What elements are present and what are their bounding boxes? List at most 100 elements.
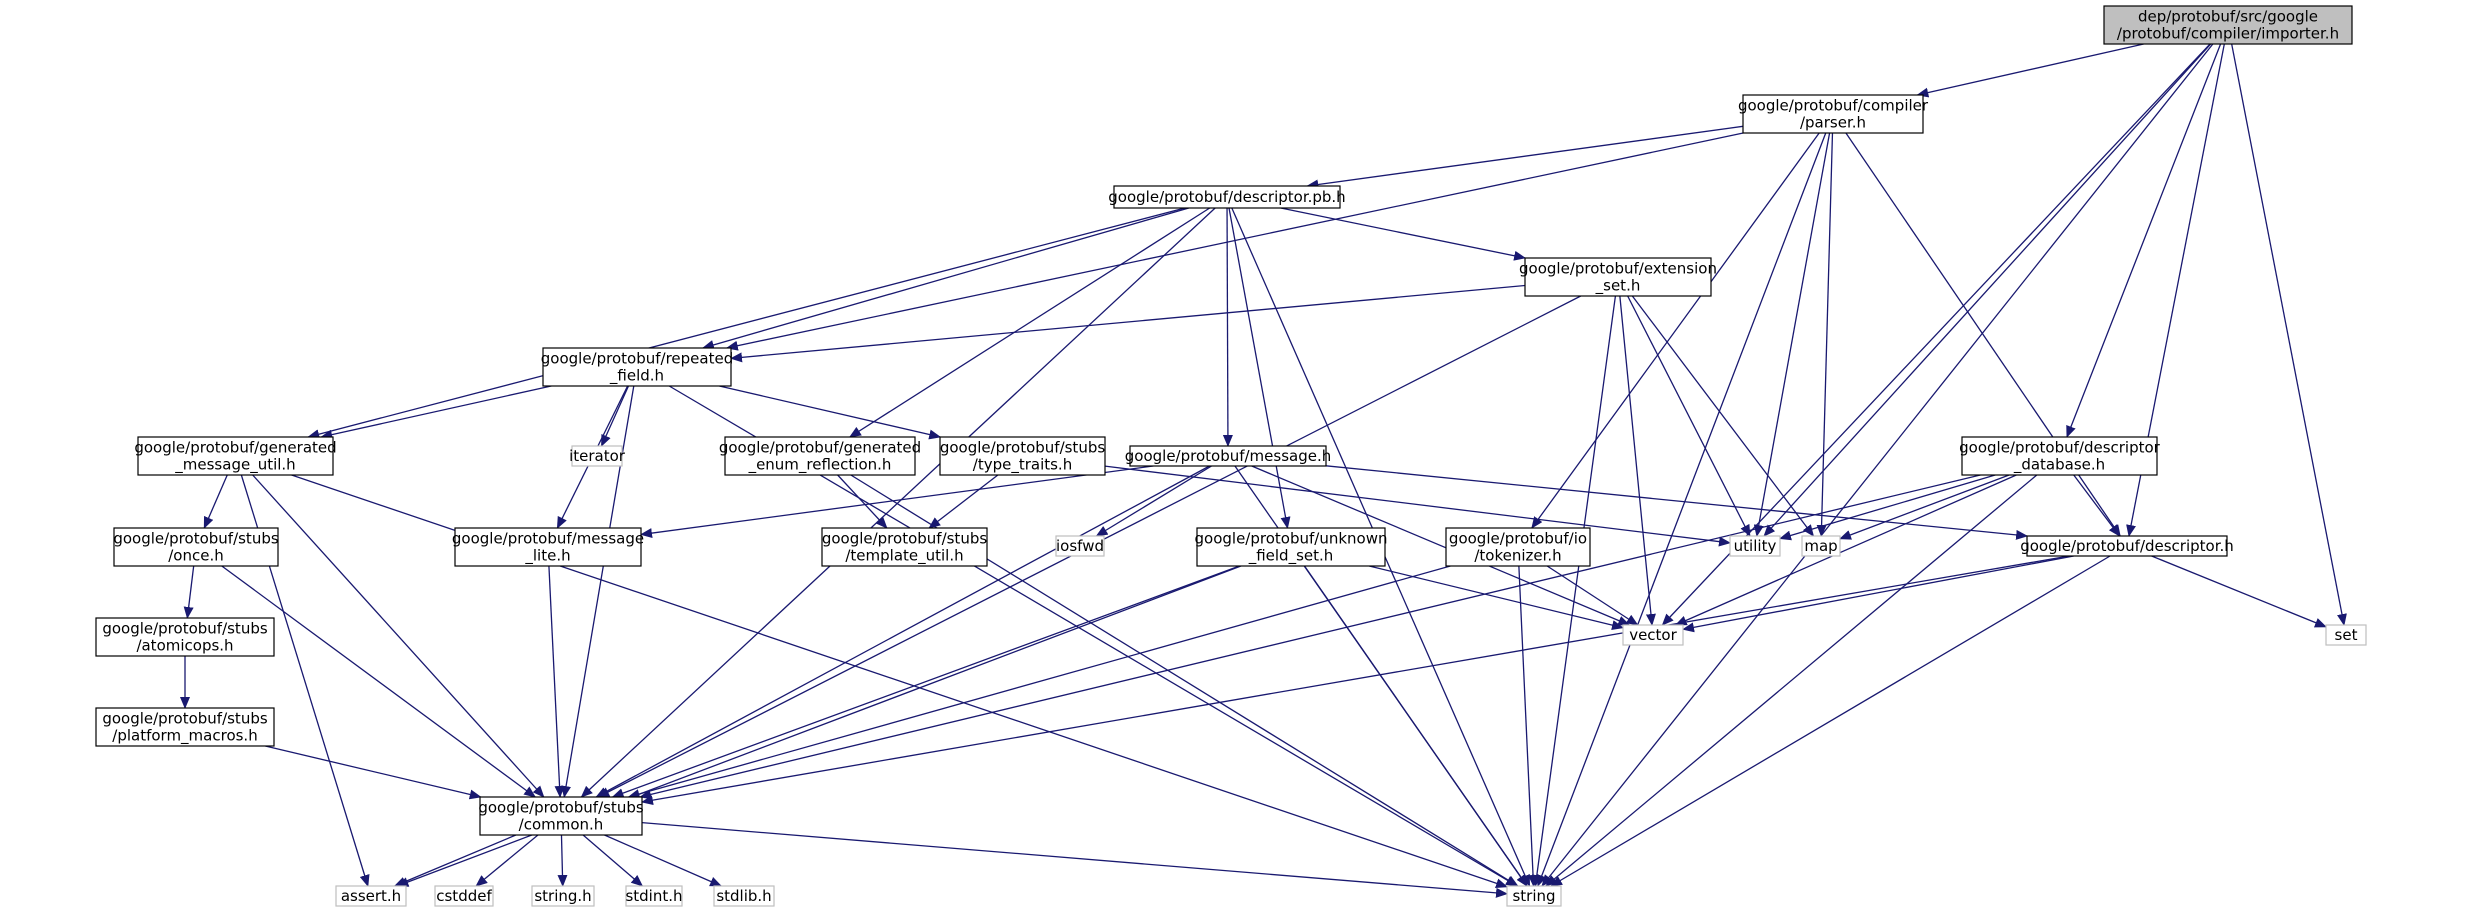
edge-descriptor_pb-to-extension_set <box>1280 207 1527 261</box>
node-label-line: cstddef <box>436 887 492 905</box>
node-label-line: _set.h <box>1595 277 1641 296</box>
node-label-line: iosfwd <box>1056 537 1104 555</box>
edge-message-to-descriptor <box>1325 465 2029 540</box>
node-cstddef: cstddef <box>434 885 494 907</box>
node-message-lite[interactable]: google/protobuf/message_lite.h <box>452 527 644 567</box>
edge-common-to-assert <box>393 834 517 887</box>
node-box <box>479 796 643 836</box>
node-parser[interactable]: google/protobuf/compiler/parser.h <box>1738 94 1929 134</box>
edge-descriptor_pb-to-common <box>580 207 1216 798</box>
node-label-line: iterator <box>569 447 626 465</box>
node-map: map <box>1801 535 1841 557</box>
node-assert: assert.h <box>335 885 407 907</box>
node-label-line: /atomicops.h <box>136 637 233 655</box>
node-box <box>1742 94 1924 134</box>
node-box <box>113 527 279 567</box>
edge-descriptor_pb-to-generated_enum_reflection <box>849 207 1211 438</box>
edge-extension_set-to-repeated_field <box>730 284 1526 363</box>
node-box <box>1524 257 1712 297</box>
node-label-line: /template_util.h <box>845 547 963 566</box>
node-descriptor-database[interactable]: google/protobuf/descriptor_database.h <box>1959 436 2161 476</box>
node-label-line: google/protobuf/message <box>452 530 644 548</box>
edge-type_traits-to-template_util <box>928 474 999 529</box>
node-box <box>1622 624 1684 646</box>
edge-importer-to-parser <box>1916 43 2144 98</box>
node-label-line: dep/protobuf/src/google <box>2138 8 2318 26</box>
node-type-traits[interactable]: google/protobuf/stubs/type_traits.h <box>939 436 1106 476</box>
edge-type_traits-to-utility <box>1104 465 1731 547</box>
edge-parser-to-string <box>1537 132 1827 887</box>
node-label-line: google/protobuf/io <box>1449 530 1587 548</box>
node-tokenizer[interactable]: google/protobuf/io/tokenizer.h <box>1445 527 1591 567</box>
node-box <box>1196 527 1386 567</box>
node-label-line: map <box>1804 537 1837 555</box>
edge-common-to-string <box>641 822 1508 898</box>
edge-repeated_field-to-iterator <box>600 385 630 447</box>
edge-unknown_field_set-to-assert <box>396 565 1242 887</box>
edge-message-to-message_lite <box>640 465 1154 539</box>
node-box <box>335 885 407 907</box>
edge-tokenizer-to-common <box>627 565 1451 799</box>
node-unknown-field-set[interactable]: google/protobuf/unknown_field_set.h <box>1195 527 1388 567</box>
node-descriptor-pb[interactable]: google/protobuf/descriptor.pb.h <box>1108 185 1346 209</box>
edge-importer-to-vector <box>1661 43 2211 626</box>
node-once[interactable]: google/protobuf/stubs/once.h <box>113 527 279 567</box>
edge-descriptor_database-to-map <box>1839 474 2010 540</box>
edge-common-to-string_h <box>557 834 568 887</box>
edge-descriptor_database-to-descriptor <box>2073 474 2121 537</box>
node-label-line: google/protobuf/generated <box>719 439 921 457</box>
node-message[interactable]: google/protobuf/message.h <box>1125 445 1332 467</box>
edge-once-to-atomicops <box>183 565 195 619</box>
node-label-line: /protobuf/compiler/importer.h <box>2117 25 2339 43</box>
edge-descriptor_database-to-string <box>1545 474 2038 887</box>
edge-descriptor-to-common <box>641 555 2070 806</box>
edge-importer-to-descriptor_database <box>2066 43 2222 438</box>
node-atomicops[interactable]: google/protobuf/stubs/atomicops.h <box>95 617 275 657</box>
node-common[interactable]: google/protobuf/stubs/common.h <box>478 796 644 836</box>
node-vector: vector <box>1622 624 1684 646</box>
node-generated-enum-reflection[interactable]: google/protobuf/generated_enum_reflectio… <box>719 436 921 476</box>
node-label-line: assert.h <box>341 887 401 905</box>
node-label-line: google/protobuf/stubs <box>478 799 644 817</box>
node-box <box>571 445 623 467</box>
node-label-line: google/protobuf/compiler <box>1738 97 1929 115</box>
node-iterator: iterator <box>569 445 626 467</box>
node-set: set <box>2325 624 2367 646</box>
node-box <box>713 885 775 907</box>
edge-extension_set-to-map <box>1631 295 1815 537</box>
edge-descriptor_pb-to-unknown_field_set <box>1228 207 1291 529</box>
node-label-line: set <box>2335 626 2358 644</box>
node-box <box>1113 185 1341 209</box>
node-extension-set[interactable]: google/protobuf/extension_set.h <box>1519 257 1717 297</box>
edge-tokenizer-to-vector <box>1546 565 1639 626</box>
node-generated-message-util[interactable]: google/protobuf/generated_message_util.h <box>134 436 337 476</box>
edge-parser-to-utility <box>1753 132 1831 537</box>
node-importer[interactable]: dep/protobuf/src/google/protobuf/compile… <box>2103 5 2353 45</box>
edge-parser-to-map <box>1816 132 1834 537</box>
edge-generated_message_util-to-common <box>252 474 545 798</box>
node-box <box>2325 624 2367 646</box>
node-repeated-field[interactable]: google/protobuf/repeated_field.h <box>541 347 733 387</box>
node-template-util[interactable]: google/protobuf/stubs/template_util.h <box>821 527 988 567</box>
node-box <box>1729 535 1781 557</box>
node-platform-macros[interactable]: google/protobuf/stubs/platform_macros.h <box>95 707 275 747</box>
edge-parser-to-descriptor_pb <box>1306 125 1744 190</box>
node-label-line: _field_set.h <box>1248 547 1334 566</box>
node-box <box>137 436 334 476</box>
edge-importer-to-set <box>2231 43 2347 626</box>
edge-extension_set-to-vector <box>1619 295 1656 626</box>
edge-once-to-common <box>221 565 537 798</box>
node-box <box>531 885 595 907</box>
edge-generated_enum_reflection-to-template_util <box>837 474 888 529</box>
node-label-line: google/protobuf/extension <box>1519 260 1717 278</box>
node-stdint: stdint.h <box>625 885 683 907</box>
node-descriptor[interactable]: google/protobuf/descriptor.h <box>2020 535 2234 557</box>
node-utility: utility <box>1729 535 1781 557</box>
node-iosfwd: iosfwd <box>1055 535 1105 557</box>
node-label-line: string <box>1512 887 1555 905</box>
edge-generated_message_util-to-once <box>203 474 228 529</box>
node-label-line: _database.h <box>2013 456 2105 475</box>
node-label-line: google/protobuf/message.h <box>1125 447 1332 465</box>
node-label-line: google/protobuf/generated <box>134 439 336 457</box>
